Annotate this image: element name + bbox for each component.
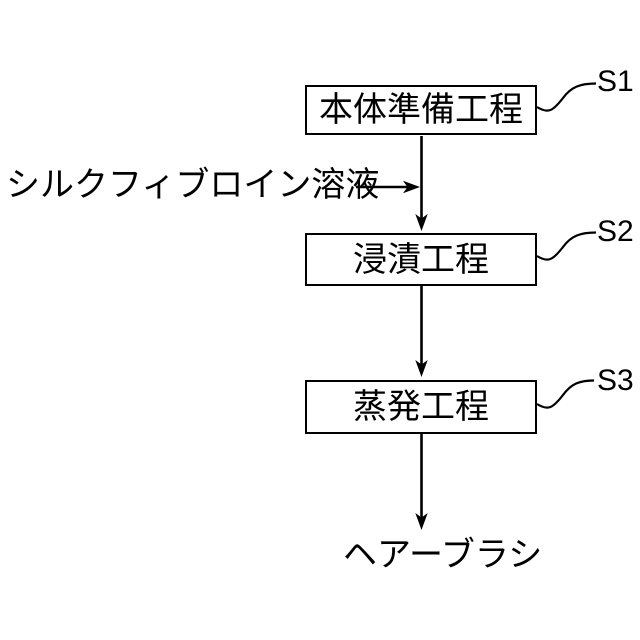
process-box-label: 本体準備工程	[319, 91, 523, 129]
process-box-evaporation: 蒸発工程	[305, 380, 537, 434]
arrowhead-step3-output	[415, 513, 428, 530]
process-box-label: 浸漬工程	[353, 240, 489, 279]
input-arrowhead	[403, 180, 420, 194]
step-id-s2: S2	[597, 215, 634, 248]
process-box-body-preparation: 本体準備工程	[305, 85, 537, 135]
process-box-label: 蒸発工程	[353, 388, 489, 426]
arrowhead-step2-step3	[415, 360, 428, 377]
leader-line-s2	[536, 231, 597, 261]
output-product-label: ヘアーブラシ	[343, 536, 543, 574]
step-id-s1: S1	[597, 65, 634, 98]
step-id-s3: S3	[597, 364, 634, 397]
leader-line-s3	[536, 379, 595, 409]
leader-line-s1	[536, 82, 597, 112]
arrowhead-step1-step2	[415, 214, 428, 231]
input-material-label: シルクフィブロイン溶液	[6, 166, 380, 204]
process-box-immersion: 浸漬工程	[305, 233, 537, 286]
